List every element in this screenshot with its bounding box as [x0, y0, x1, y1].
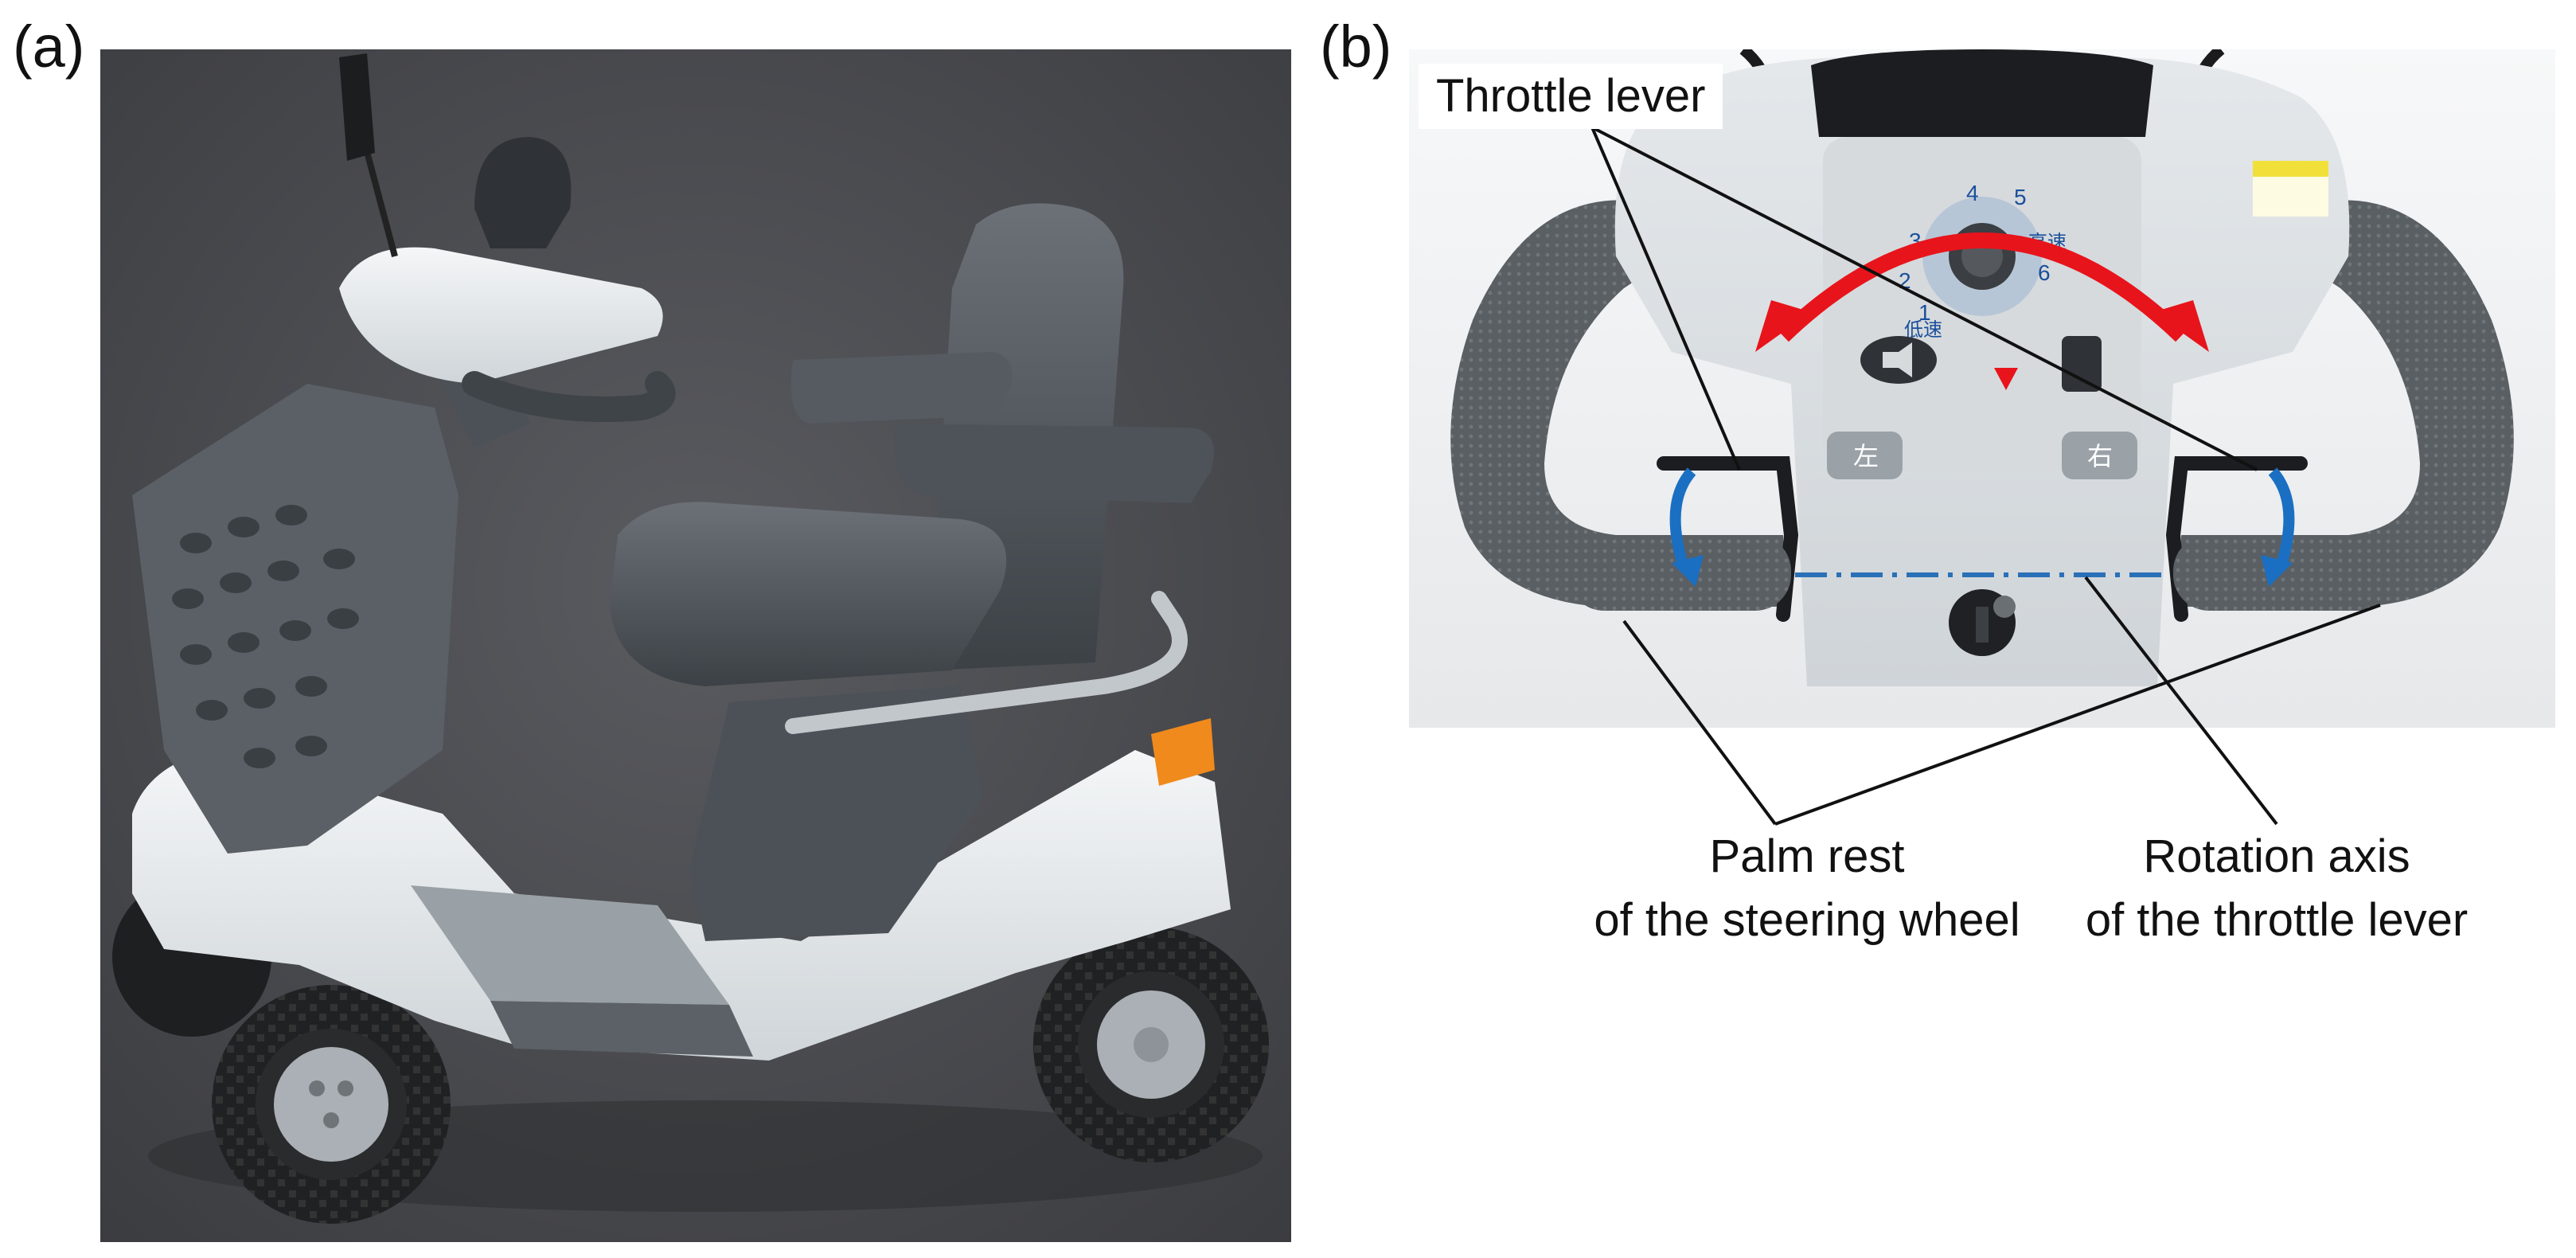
seat-cushion [610, 502, 1007, 686]
key-icon [1993, 596, 2016, 618]
right-armrest [895, 424, 1215, 503]
display-cover [1811, 49, 2153, 137]
front-basket [132, 384, 459, 854]
rotation-axis-caption-line1: Rotation axis [2143, 830, 2410, 882]
rotation-axis-caption-line2: of the throttle lever [2085, 894, 2469, 946]
panel-b-label: (b) [1320, 14, 1392, 80]
right-turn-glyph: 右 [2087, 441, 2113, 471]
left-lever-rotation-arrow [1669, 467, 1696, 569]
tiller-console [339, 247, 663, 384]
palm-rest-caption: Palm rest of the steering wheel [1505, 825, 2110, 952]
left-armrest [790, 352, 1013, 424]
direction-switch[interactable] [2062, 336, 2102, 392]
rotation-axis-caption: Rotation axis of the throttle lever [2038, 825, 2516, 952]
panel-a-photo [100, 49, 1291, 1242]
rear-wheel [1033, 927, 1269, 1162]
scooter-control-panel-photo: 3 4 5 6 2 1 高速 低速 左 右 [1409, 49, 2555, 728]
palm-rest-caption-line1: Palm rest [1709, 830, 1905, 882]
panel-a-label: (a) [13, 14, 85, 80]
side-panel [689, 686, 984, 941]
left-turn-glyph: 左 [1853, 441, 1879, 471]
right-lever-rotation-arrow [2268, 467, 2295, 569]
speed-number-4: 4 [1966, 181, 1979, 205]
speed-number-2: 2 [1899, 268, 1911, 293]
left-palm-rest [1568, 535, 1791, 611]
scooter-lower-body [132, 750, 1231, 1061]
left-steering-grip [1450, 200, 1783, 608]
panel-b-photo: 3 4 5 6 2 1 高速 低速 左 右 [1409, 49, 2555, 728]
rear-mirror [339, 53, 375, 161]
front-wheel [212, 985, 451, 1224]
throttle-lever-callout: Throttle lever [1419, 64, 1723, 129]
palm-rest-caption-line2: of the steering wheel [1594, 894, 2020, 946]
rear-reflector [1151, 718, 1215, 786]
speed-number-5: 5 [2014, 185, 2027, 209]
handlebar [462, 371, 676, 422]
speed-number-6: 6 [2038, 260, 2051, 285]
basket-holes [172, 505, 359, 768]
footboard [411, 885, 729, 1005]
headrest [474, 137, 572, 248]
right-steering-grip [2181, 200, 2514, 608]
mobility-scooter-illustration [100, 49, 1291, 1242]
